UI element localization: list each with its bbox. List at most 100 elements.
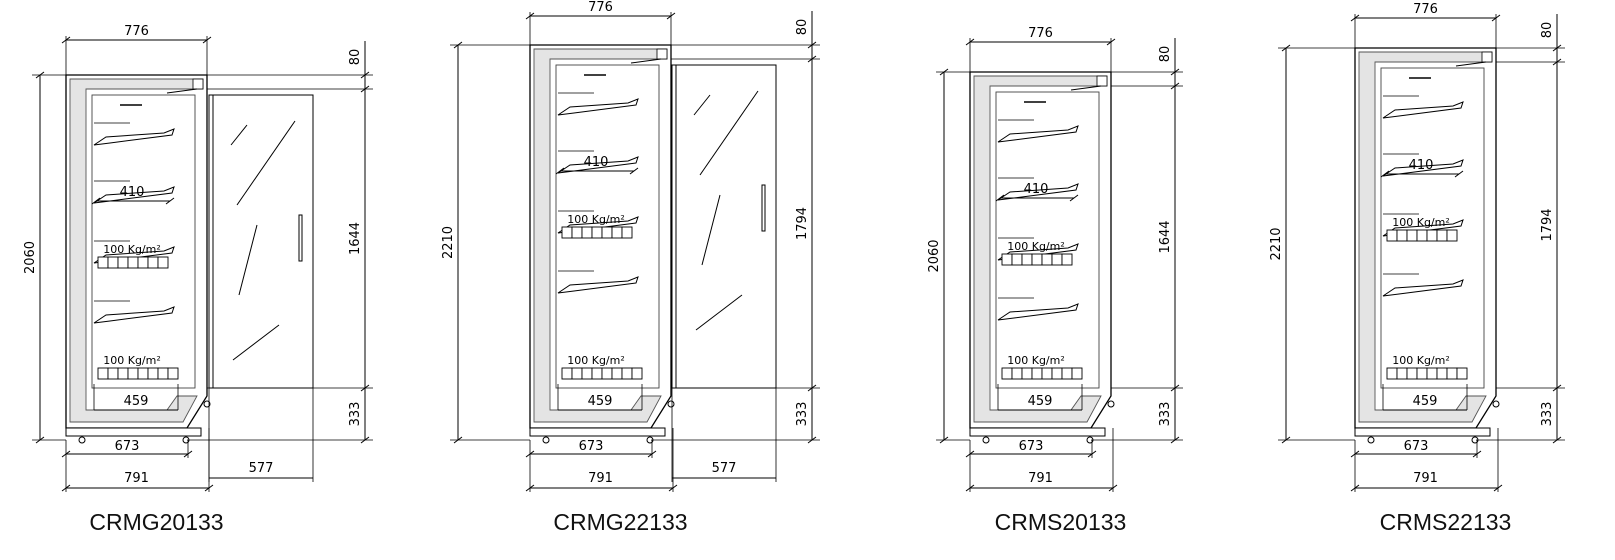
air-deflector: [1455, 61, 1487, 67]
base-label: 333: [348, 402, 363, 427]
height-label: 2210: [441, 226, 456, 259]
dim-tick: [35, 436, 45, 444]
dim-tick: [807, 384, 817, 392]
product-box: [1396, 229, 1408, 242]
glass-reflection: [693, 94, 711, 116]
door-width-label: 577: [249, 461, 274, 476]
dim-tick: [61, 450, 71, 458]
product-box: [1436, 367, 1448, 380]
product-box: [1031, 367, 1043, 380]
product-box: [1061, 253, 1073, 266]
product-box: [571, 226, 583, 239]
product-box: [1001, 253, 1013, 266]
door-handle: [761, 184, 766, 232]
top-label: 80: [1158, 46, 1173, 63]
dim-tick: [525, 450, 535, 458]
product-box: [571, 367, 583, 380]
product-box: [127, 367, 139, 380]
product-box: [601, 226, 613, 239]
product-box: [1406, 367, 1418, 380]
product-box: [1051, 253, 1063, 266]
product-box: [1051, 367, 1063, 380]
dim-tick: [360, 71, 370, 79]
height-label: 2060: [23, 241, 38, 274]
dim-tick: [1552, 44, 1562, 52]
product-box: [147, 256, 159, 269]
air-deflector: [630, 58, 662, 64]
product-box: [581, 367, 593, 380]
inner-width-label: 673: [579, 439, 604, 454]
shelf: [93, 128, 175, 146]
dim-tick: [1069, 194, 1079, 202]
plinth: [1354, 427, 1491, 437]
top-width-label: 776: [124, 24, 149, 39]
dim-tick: [1493, 484, 1503, 492]
base-label: 333: [1540, 402, 1555, 427]
shelf: [557, 98, 639, 116]
product-box: [1011, 253, 1023, 266]
dim-tick: [1472, 450, 1482, 458]
shelf: [997, 125, 1079, 143]
dim-tick: [965, 38, 975, 46]
dim-tick: [647, 450, 657, 458]
dim-tick: [183, 450, 193, 458]
product-box: [1041, 253, 1053, 266]
dim-tick: [1454, 170, 1464, 178]
dim-tick: [807, 55, 817, 63]
product-box: [127, 256, 139, 269]
dim-tick: [525, 12, 535, 20]
dim-tick: [666, 12, 676, 20]
product-box: [97, 256, 109, 269]
dim-tick: [939, 68, 949, 76]
bottom-width-label: 791: [588, 471, 613, 486]
load-upper-label: 100 Kg/m²: [567, 213, 625, 226]
dim-tick: [995, 194, 1005, 202]
dim-tick: [525, 484, 535, 492]
interior-frame: [555, 64, 660, 389]
shelf-depth-label: 410: [120, 185, 145, 200]
product-box: [117, 256, 129, 269]
product-box: [1061, 367, 1073, 380]
product-box: [591, 226, 603, 239]
load-upper-label: 100 Kg/m²: [1392, 216, 1450, 229]
product-box: [1396, 367, 1408, 380]
dim-tick: [91, 197, 101, 205]
shelf: [557, 276, 639, 294]
fan-housing: [1481, 51, 1493, 63]
inner-width-label: 673: [115, 439, 140, 454]
glass-reflection: [695, 294, 743, 331]
product-box: [631, 367, 643, 380]
top-width-label: 776: [1028, 26, 1053, 41]
door-width-label: 577: [712, 461, 737, 476]
shelf: [997, 303, 1079, 321]
product-box: [601, 367, 613, 380]
dim-tick: [807, 436, 817, 444]
height-label: 2060: [927, 239, 942, 272]
dim-tick: [1552, 384, 1562, 392]
glass-reflection: [236, 120, 296, 206]
shelf-depth-label: 410: [584, 155, 609, 170]
product-box: [591, 367, 603, 380]
product-box: [561, 226, 573, 239]
product-box: [107, 256, 119, 269]
glass-reflection: [701, 194, 721, 266]
dim-tick: [1170, 436, 1180, 444]
cabinet-outline: [1354, 47, 1497, 429]
dim-tick: [1170, 68, 1180, 76]
top-width-label: 776: [1413, 2, 1438, 17]
dim-tick: [1350, 14, 1360, 22]
product-box: [1426, 367, 1438, 380]
dim-tick: [965, 450, 975, 458]
plinth: [969, 427, 1106, 437]
dim-tick: [1170, 82, 1180, 90]
fan-housing: [1096, 75, 1108, 87]
product-box: [1001, 367, 1013, 380]
load-upper-label: 100 Kg/m²: [103, 243, 161, 256]
base-label: 333: [795, 402, 810, 427]
dim-tick: [629, 167, 639, 175]
foot: [982, 436, 990, 444]
dim-tick: [1491, 14, 1501, 22]
